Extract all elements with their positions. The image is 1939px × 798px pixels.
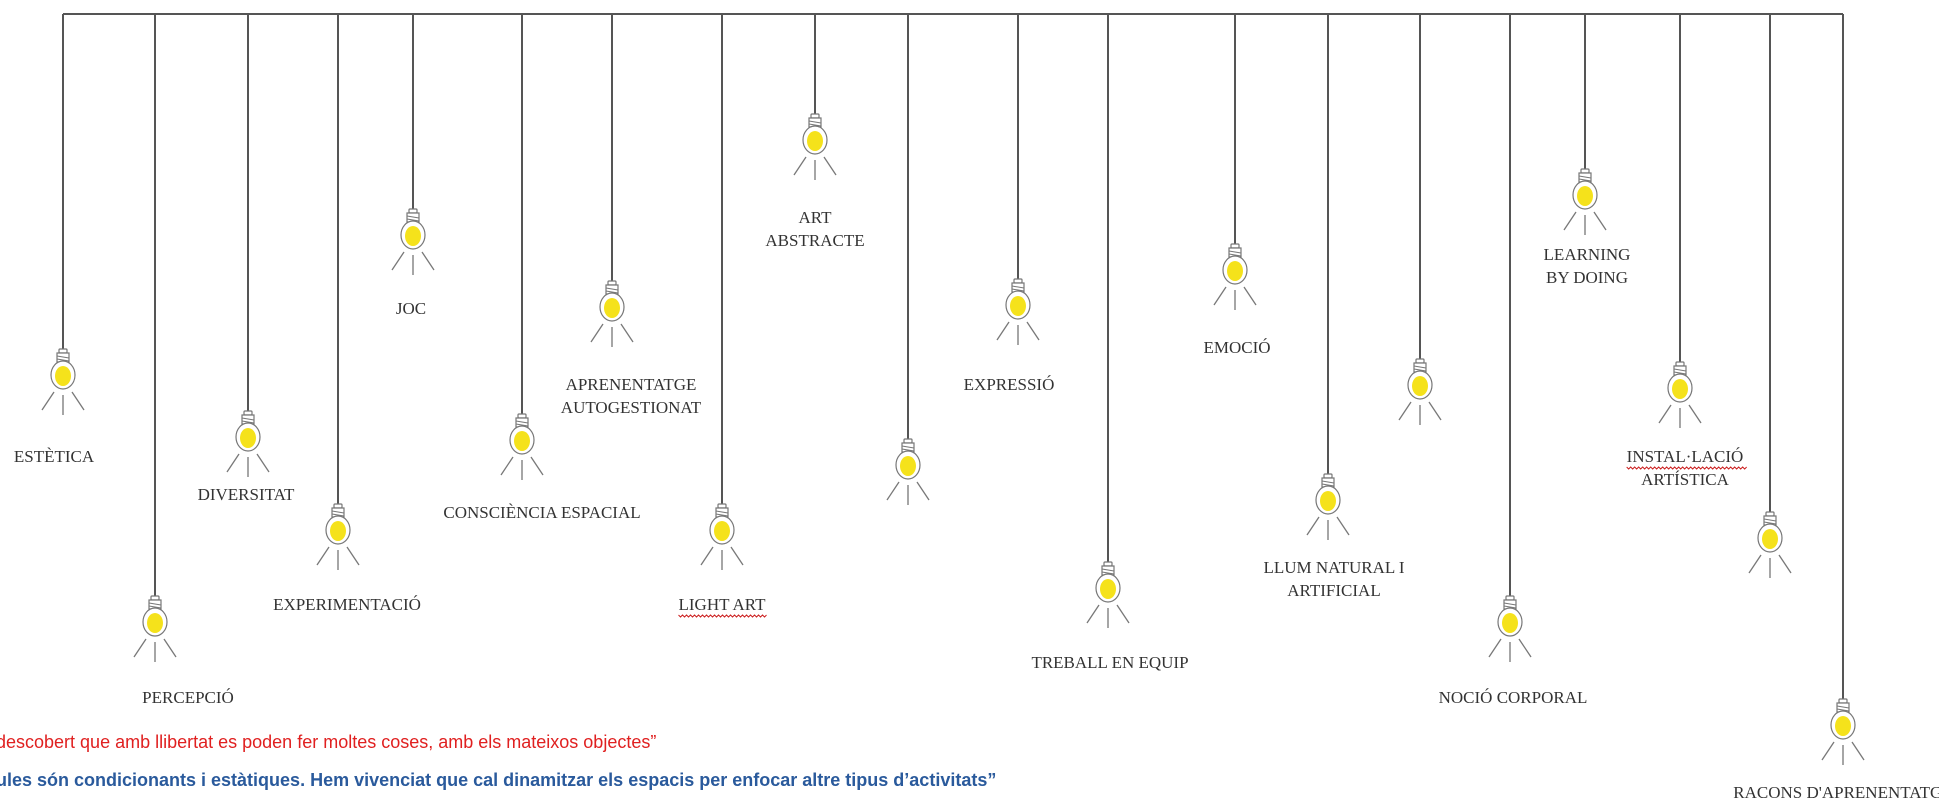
concept-label: AUTOGESTIONAT: [561, 398, 702, 417]
light-bulb-icon: [1667, 361, 1693, 403]
concept-label: ABSTRACTE: [765, 231, 864, 250]
light-rays: [1748, 554, 1792, 578]
concept-label: JOC: [396, 299, 426, 318]
light-bulb-icon: [142, 595, 168, 637]
light-rays: [590, 323, 634, 347]
pendant-art-abstracte: ART ABSTRACTE: [765, 14, 865, 250]
light-bulb-icon: [1005, 278, 1031, 320]
concept-label: RACONS D'APRENENTATGE: [1733, 783, 1939, 798]
pendant-group: ESTÈTICA PERCEPCIÓ DIVERSITAT EXPERIMENTACI…: [14, 14, 1939, 798]
concept-label: ESTÈTICA: [14, 447, 95, 466]
pendant-emocio: EMOCIÓ: [1203, 14, 1271, 357]
light-rays: [996, 321, 1040, 345]
pendant-racons-daprenentatge: RACONS D'APRENENTATGE: [1733, 14, 1939, 798]
pendant-aprenentatge-autogestionat: APRENENTATGE AUTOGESTIONAT: [561, 14, 702, 417]
pendant-estetica: ESTÈTICA: [14, 14, 95, 466]
light-rays: [1563, 211, 1607, 235]
concept-label: EMOCIÓ: [1203, 338, 1270, 357]
concept-label: DIVERSITAT: [198, 485, 295, 504]
concept-label: ART: [799, 208, 833, 227]
concept-label: INSTAL·LACIÓ: [1627, 447, 1744, 466]
light-rays: [226, 453, 270, 477]
quote-discovery: descobert que amb llibertat es poden fer…: [0, 732, 657, 752]
light-bulb-icon: [235, 410, 261, 452]
light-rays: [793, 156, 837, 180]
light-rays: [1658, 404, 1702, 428]
pendant-expressio: EXPRESSIÓ: [964, 14, 1055, 394]
light-rays: [1398, 401, 1442, 425]
light-bulb-icon: [325, 503, 351, 545]
light-bulb-icon: [1757, 511, 1783, 553]
spellcheck-underline: [1626, 466, 1748, 470]
light-rays: [391, 251, 435, 275]
concept-label: NOCIÓ CORPORAL: [1439, 688, 1588, 707]
light-bulb-icon: [1497, 595, 1523, 637]
pendant-learning-by-doing: LEARNING BY DOING: [1544, 14, 1631, 287]
light-bulb-icon: [599, 280, 625, 322]
concept-label: TREBALL EN EQUIP: [1031, 653, 1188, 672]
pendant-llum-natural-i-artificial: LLUM NATURAL I ARTIFICIAL: [1263, 14, 1405, 600]
light-bulb-icon: [895, 438, 921, 480]
light-rays: [41, 391, 85, 415]
concept-label: LIGHT ART: [679, 595, 767, 614]
light-rays: [1213, 286, 1257, 310]
light-bulb-icon: [1830, 698, 1856, 740]
concept-label: CONSCIÈNCIA ESPACIAL: [443, 503, 640, 522]
concept-label: ARTÍSTICA: [1641, 470, 1729, 489]
light-rays: [500, 456, 544, 480]
quote-spaces: ules són condicionants i estàtiques. Hem…: [0, 770, 997, 790]
pendant-diversitat: DIVERSITAT: [198, 14, 295, 504]
light-bulb-icon: [1407, 358, 1433, 400]
light-bulb-icon: [1095, 561, 1121, 603]
light-bulb-icon: [802, 113, 828, 155]
light-bulb-icon: [400, 208, 426, 250]
light-rays: [133, 638, 177, 662]
light-rays: [700, 546, 744, 570]
light-rays: [316, 546, 360, 570]
pendant-treball-en-equip: TREBALL EN EQUIP: [1031, 14, 1189, 672]
pendant-percepcio: PERCEPCIÓ: [133, 14, 234, 707]
pendant-installacio-artistica: INSTAL·LACIÓ ARTÍSTICA: [1626, 14, 1748, 489]
light-bulb-icon: [1315, 473, 1341, 515]
concept-label: ARTIFICIAL: [1287, 581, 1380, 600]
light-bulb-icon: [1222, 243, 1248, 285]
concept-label: LEARNING: [1544, 245, 1631, 264]
pendant-consciencia-espacial: CONSCIÈNCIA ESPACIAL: [443, 14, 641, 522]
pendant-unlabeled-3: [1748, 14, 1792, 578]
spellcheck-underline: [678, 614, 767, 618]
concept-label: EXPERIMENTACIÓ: [273, 595, 421, 614]
concept-label: BY DOING: [1546, 268, 1628, 287]
pendant-unlabeled-1: [886, 14, 930, 505]
light-rays: [886, 481, 930, 505]
light-rays: [1821, 741, 1865, 765]
concept-label: LLUM NATURAL I: [1263, 558, 1404, 577]
light-bulb-icon: [709, 503, 735, 545]
light-bulb-icon: [1572, 168, 1598, 210]
light-bulb-icon: [509, 413, 535, 455]
light-rays: [1488, 638, 1532, 662]
light-rays: [1086, 604, 1130, 628]
pendant-experimentacio: EXPERIMENTACIÓ: [273, 14, 421, 614]
concept-label: APRENENTATGE: [566, 375, 697, 394]
concept-label: PERCEPCIÓ: [142, 688, 234, 707]
pendant-nocio-corporal: NOCIÓ CORPORAL: [1439, 14, 1588, 707]
concept-label: EXPRESSIÓ: [964, 375, 1055, 394]
pendant-joc: JOC: [391, 14, 435, 318]
light-bulb-icon: [50, 348, 76, 390]
pendant-light-art: LIGHT ART: [678, 14, 767, 618]
pendant-unlabeled-2: [1398, 14, 1442, 425]
light-rays: [1306, 516, 1350, 540]
